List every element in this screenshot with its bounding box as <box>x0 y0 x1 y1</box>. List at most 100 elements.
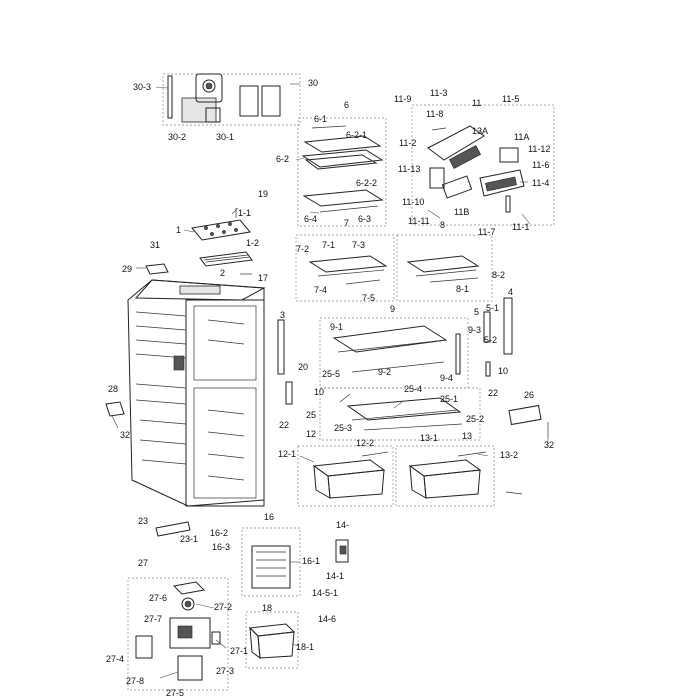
callout-11: 11 <box>472 98 481 108</box>
callout-18-1: 18-1 <box>296 642 314 652</box>
callout-25: 25 <box>306 410 316 420</box>
callout-27-7: 27-7 <box>144 614 162 624</box>
part-12-13-drawers <box>312 451 523 499</box>
part-11-assembly <box>427 125 525 213</box>
callout-2: 2 <box>220 268 225 278</box>
callout-12-1: 12-1 <box>278 449 296 459</box>
callout-3: 3 <box>280 310 285 320</box>
callout-11-4: 11-4 <box>532 178 549 188</box>
callout-7-3: 7-3 <box>352 240 365 250</box>
part-30-assembly <box>167 73 281 123</box>
callout-14-5-1: 14-5-1 <box>312 588 338 598</box>
callout-5-1: 5-1 <box>486 303 499 313</box>
callout-8: 8 <box>440 220 445 230</box>
callout-11-11: 11-11 <box>408 216 430 226</box>
callout-13-2: 13-2 <box>500 450 518 460</box>
callout-14-top: 14- <box>336 520 349 530</box>
callout-7-2: 7-2 <box>296 244 309 254</box>
callout-19: 19 <box>258 189 268 199</box>
part-25-bin <box>105 393 549 438</box>
callout-32b: 32 <box>544 440 554 450</box>
callout-11-5: 11-5 <box>502 94 519 104</box>
refrigerator-cabinet <box>127 279 266 507</box>
callout-7-5: 7-5 <box>362 293 375 303</box>
callout-30-2: 30-2 <box>168 132 186 142</box>
callout-29: 29 <box>122 264 132 274</box>
callout-8-2: 8-2 <box>492 270 505 280</box>
callout-16-3: 16-3 <box>212 542 230 552</box>
callout-25-5: 25-5 <box>322 369 340 379</box>
part-6-shelf <box>301 125 384 213</box>
callout-7-1: 7-1 <box>322 240 335 250</box>
callout-32a: 32 <box>120 430 130 440</box>
callout-11-2: 11-2 <box>399 138 416 148</box>
callout-9-1: 9-1 <box>330 322 343 332</box>
callout-30: 30 <box>308 78 318 88</box>
callout-14-6: 14-6 <box>318 614 336 624</box>
callout-22b: 22 <box>279 420 289 430</box>
callout-11-10: 11-10 <box>402 197 424 207</box>
callout-27-6: 27-6 <box>149 593 167 603</box>
callout-31: 31 <box>150 240 160 250</box>
callout-6-4: 6-4 <box>304 214 317 224</box>
callout-10b: 10 <box>498 366 508 376</box>
callout-7-4: 7-4 <box>314 285 327 295</box>
callout-8-1: 8-1 <box>456 284 469 294</box>
callout-11-6: 11-6 <box>532 160 549 170</box>
callout-11-8: 11-8 <box>426 109 443 119</box>
callout-9-4: 9-4 <box>440 373 453 383</box>
group-boundaries <box>127 73 555 691</box>
callout-27-2: 27-2 <box>214 602 232 612</box>
callout-6-1: 6-1 <box>314 114 327 124</box>
callout-25-2: 25-2 <box>466 414 484 424</box>
callout-25-3: 25-3 <box>334 423 352 433</box>
callout-17: 17 <box>258 273 268 283</box>
callout-11A: 11A <box>514 132 529 142</box>
callout-13A: 13A <box>472 126 488 136</box>
callout-5-2: 5-2 <box>484 335 497 345</box>
part-18-bin <box>248 623 296 660</box>
callout-6-3: 6-3 <box>358 214 371 224</box>
callout-16: 16 <box>264 512 274 522</box>
callout-7: 7 <box>344 218 349 228</box>
callout-28: 28 <box>108 384 118 394</box>
callout-11-9: 11-9 <box>394 94 411 104</box>
callout-18: 18 <box>262 603 272 613</box>
callout-13-1: 13-1 <box>420 433 438 443</box>
callout-11-1: 11-1 <box>512 222 529 232</box>
callout-6: 6 <box>344 100 349 110</box>
callout-26: 26 <box>524 390 534 400</box>
callout-1: 1 <box>176 225 181 235</box>
callout-25-1: 25-1 <box>440 394 458 404</box>
callout-12-2: 12-2 <box>356 438 374 448</box>
callout-14-1: 14-1 <box>326 571 344 581</box>
callout-11-7: 11-7 <box>478 227 495 237</box>
part-27-assembly <box>135 581 221 681</box>
callout-11-3: 11-3 <box>430 88 447 98</box>
callout-27-1: 27-1 <box>230 646 248 656</box>
callout-9-3: 9-3 <box>468 325 481 335</box>
callout-4: 4 <box>508 287 513 297</box>
callout-27-5: 27-5 <box>166 688 184 698</box>
callout-25-4: 25-4 <box>404 384 422 394</box>
callout-27-8: 27-8 <box>126 676 144 686</box>
callout-11-13: 11-13 <box>398 164 420 174</box>
part-23-16-14 <box>155 521 349 589</box>
callout-23-1: 23-1 <box>180 534 198 544</box>
callout-6-2-2: 6-2-2 <box>356 178 377 188</box>
callout-12: 12 <box>306 429 316 439</box>
callout-9: 9 <box>390 304 395 314</box>
callout-30-1: 30-1 <box>216 132 234 142</box>
leader-lines <box>111 83 549 679</box>
callout-10a: 10 <box>314 387 324 397</box>
callout-27: 27 <box>138 558 148 568</box>
part-9-shelf <box>277 297 513 405</box>
callout-1-1: 1-1 <box>238 208 251 218</box>
callout-11-12: 11-12 <box>528 144 550 154</box>
callout-1-2: 1-2 <box>246 238 259 248</box>
callout-20: 20 <box>298 362 308 372</box>
callout-6-2: 6-2 <box>276 154 289 164</box>
callout-27-3: 27-3 <box>216 666 234 676</box>
